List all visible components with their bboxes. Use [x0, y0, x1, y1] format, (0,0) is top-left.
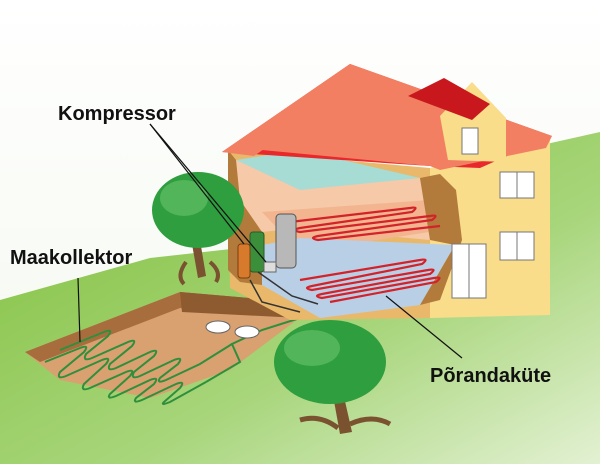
dormer-roof: [408, 78, 490, 120]
tree-left-trunk: [192, 240, 206, 278]
tree-left: [152, 172, 244, 286]
label-ground-collector: Maakollektor: [10, 247, 132, 269]
heat-pump-unit: [237, 213, 297, 279]
label-floor-heating: Põrandaküte: [430, 365, 551, 387]
side-windows: [451, 171, 535, 299]
leader-compressor-b: [149, 123, 267, 263]
house: [222, 64, 552, 320]
tree-right: [274, 320, 392, 434]
dormer-window: [461, 127, 479, 155]
storage-tank: [275, 213, 297, 269]
collector-pipe: [44, 317, 301, 405]
ground-collector-area: [25, 292, 318, 405]
basement-room: [262, 238, 455, 318]
control-box: [263, 261, 277, 273]
upper-room-wall: [236, 150, 420, 190]
upper-floor-pipe: [289, 206, 441, 242]
leader-compressor-a: [149, 123, 245, 245]
tree-right-leaves: [274, 320, 386, 404]
leader-collector: [77, 277, 81, 343]
connection-pipes: [249, 271, 319, 313]
leader-floor-heating: [385, 295, 463, 359]
manifold-left: [205, 320, 231, 334]
leader-lines: [77, 123, 463, 359]
wall-cut-right: [420, 174, 462, 305]
label-compressor: Kompressor: [58, 103, 176, 125]
basement-floor-pipe: [299, 258, 441, 304]
manifold-right: [234, 325, 260, 339]
compressor-unit-orange: [237, 243, 251, 279]
